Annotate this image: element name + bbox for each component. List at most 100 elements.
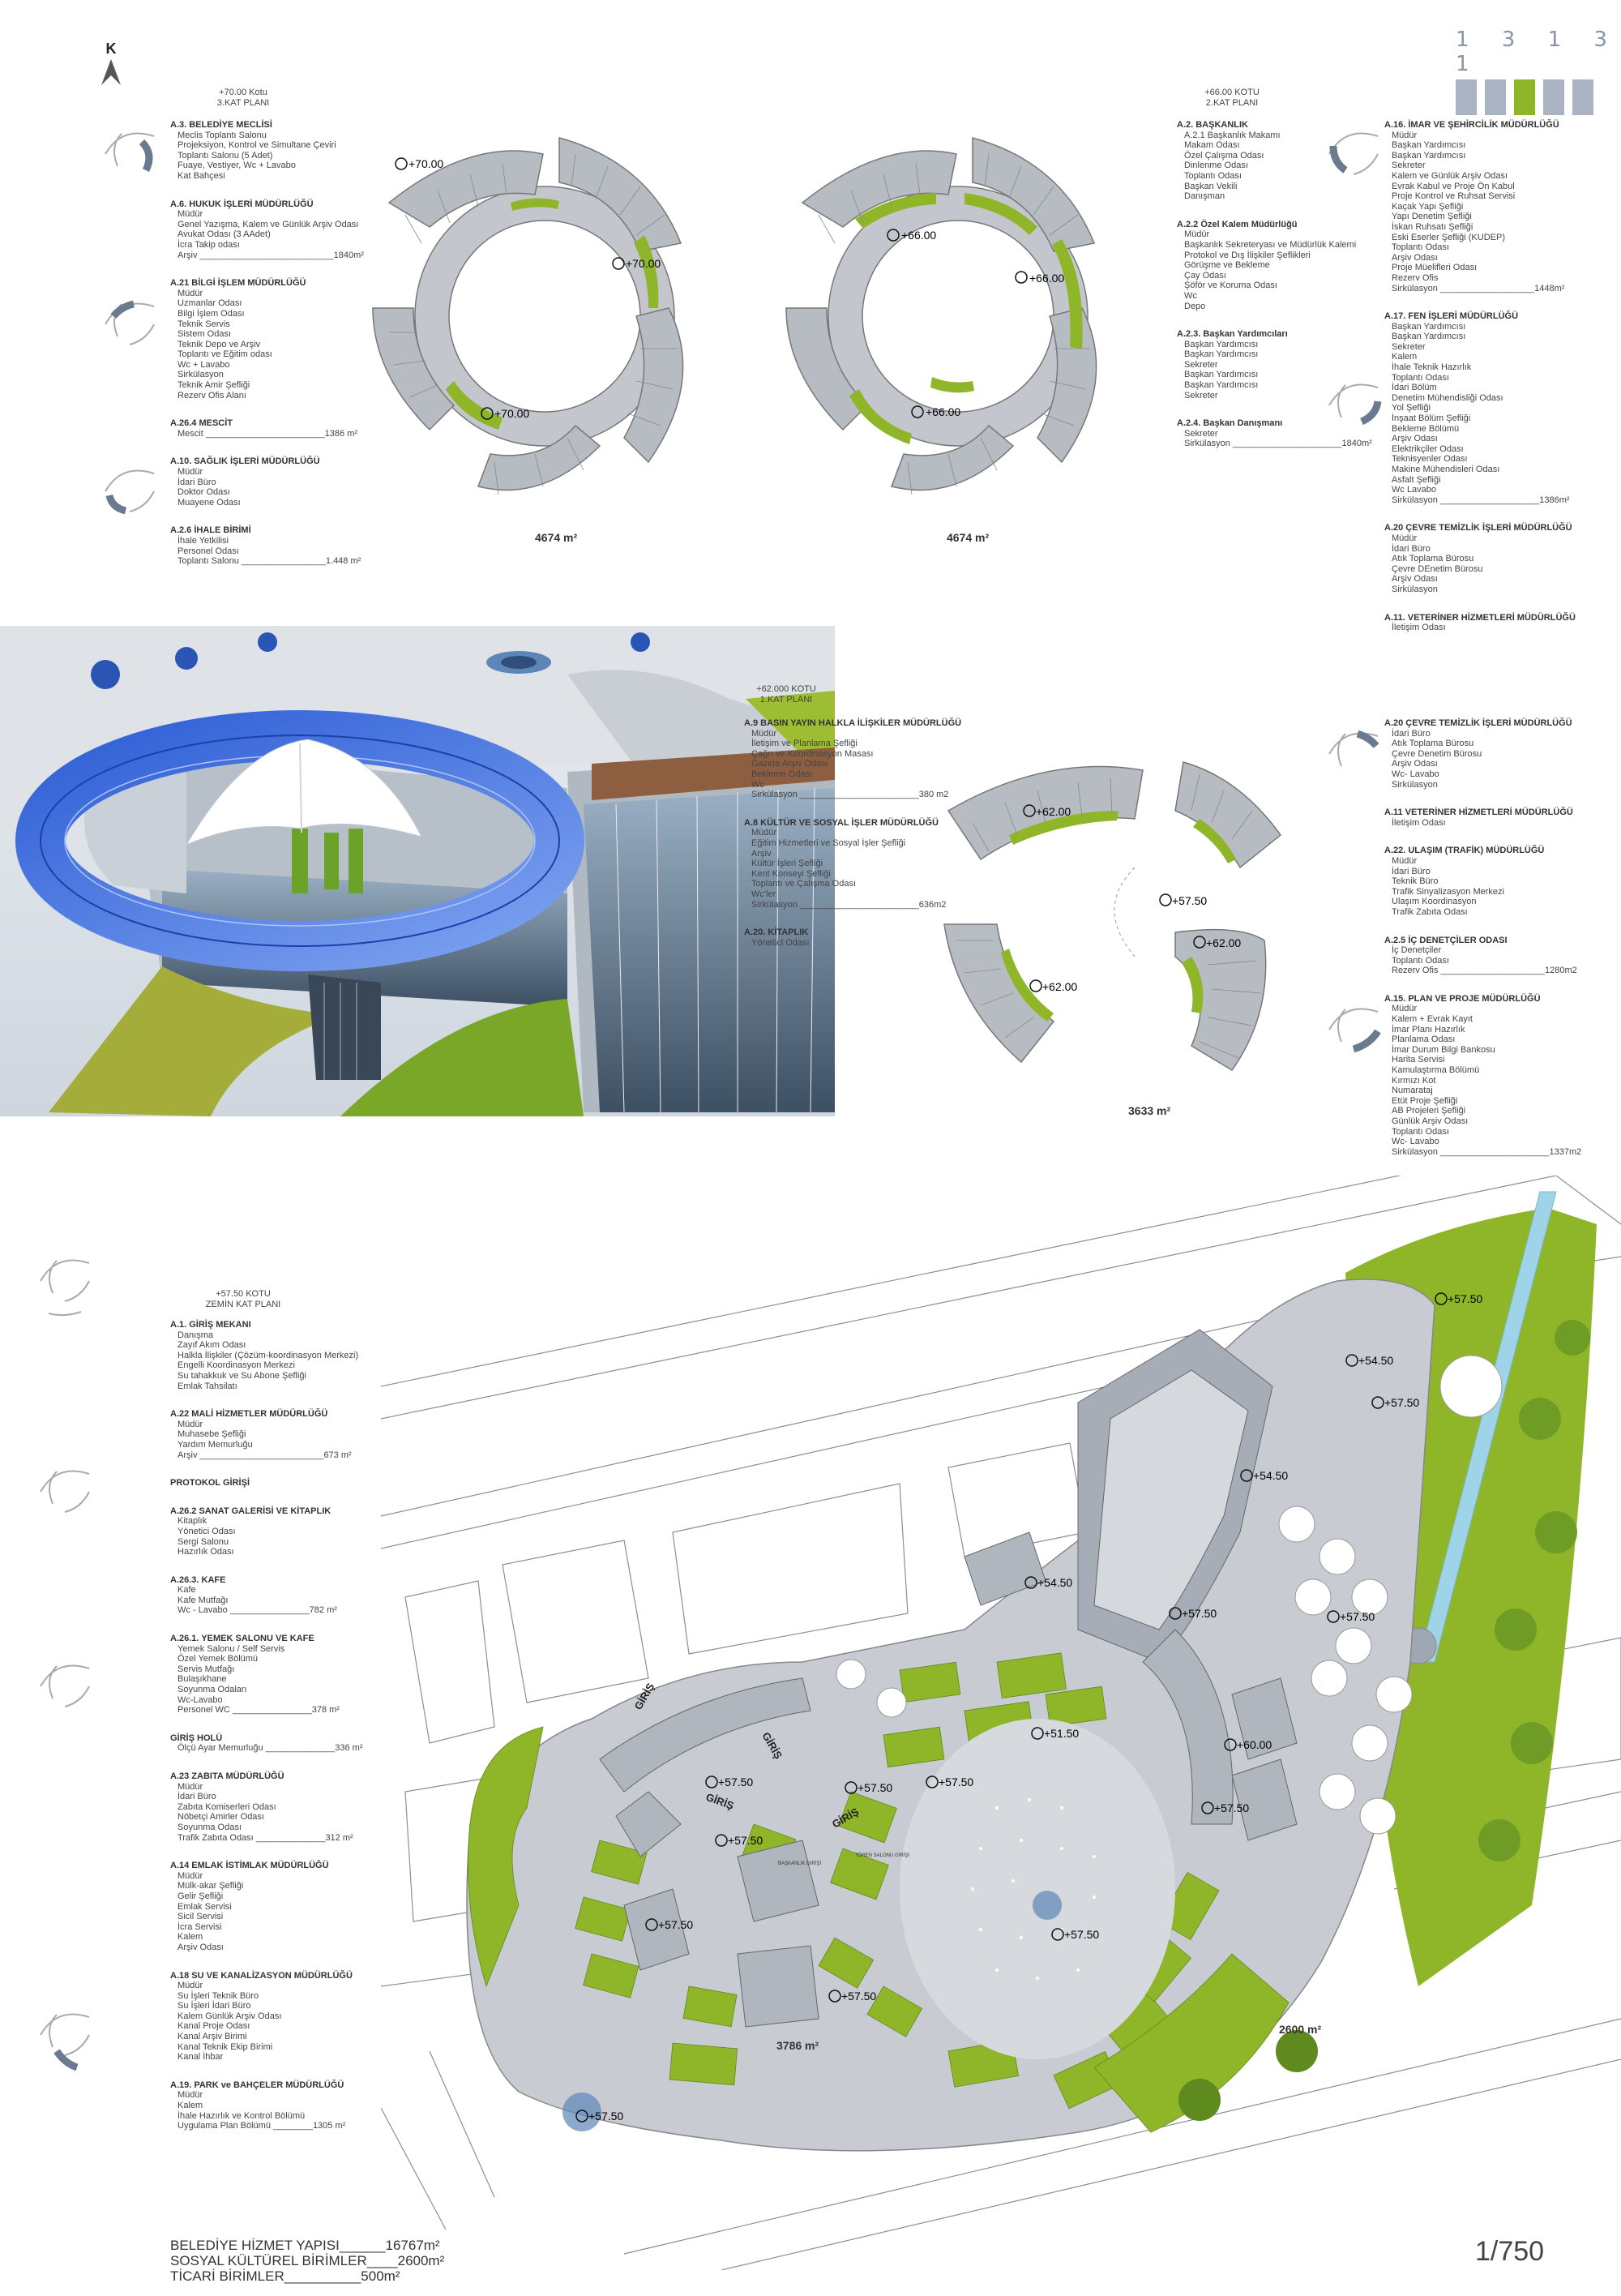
north-arrow: K	[99, 41, 123, 89]
program-item: Başkan Yardımcısı	[1392, 150, 1466, 161]
program-heading: A.26.4 MESCİT	[170, 418, 233, 429]
program-item: Muhasebe Şefliği	[177, 1429, 246, 1440]
program-item: Emlak Tahsilatı	[177, 1381, 237, 1391]
program-item: İhale Yetkilisi	[177, 536, 229, 546]
program-heading: A.3. BELEDİYE MECLİSİ	[170, 120, 272, 130]
program-item: Kaçak Yapı Şefliği	[1392, 201, 1464, 212]
small-label-1: BAŞKANLIK GİRİŞİ	[778, 1861, 821, 1866]
program-item: Arşiv Odası	[1392, 759, 1438, 769]
program-item: İletişim Odası	[1392, 817, 1446, 828]
program-heading: A.10. SAĞLIK İŞLERİ MÜDÜRLÜĞÜ	[170, 456, 320, 467]
program-item: Kalem + Evrak Kayıt	[1392, 1014, 1473, 1025]
program-item: Proje Kontrol ve Ruhsat Servisi	[1392, 191, 1516, 202]
ground-elev-5: +57.50	[1182, 1607, 1217, 1620]
program-item: Bekleme Bölümü	[1392, 423, 1460, 434]
program-item: Makam Odası	[1184, 140, 1240, 151]
program-heading: A.6. HUKUK İŞLERİ MÜDÜRLÜĞÜ	[170, 199, 314, 209]
ground-title-2: ZEMİN KAT PLANI	[205, 1300, 281, 1309]
program-item: Sergi Salonu	[177, 1536, 229, 1547]
program-heading: A.2.3. Başkan Yardımcıları	[1177, 329, 1288, 340]
program-item: Arşiv Odası	[177, 1942, 224, 1952]
program-item: İdari Büro	[177, 1792, 216, 1802]
program-item: Müdür	[177, 467, 203, 478]
program-item: Müdür	[1392, 1004, 1418, 1014]
program-item: Toplantı Odası	[1392, 372, 1449, 383]
program-item: Kalem ve Günlük Arşiv Odası	[1392, 170, 1508, 181]
program-item: İmar Durum Bilgi Bankosu	[1392, 1044, 1495, 1055]
program-heading: A.2.4. Başkan Danışmanı	[1177, 418, 1283, 429]
program-item: Etüt Proje Şefliği	[1392, 1095, 1458, 1106]
plan2-elev-2: +66.00	[1029, 272, 1064, 285]
program-item: Servis Mutfağı	[177, 1664, 235, 1674]
ground-elev-9: +57.50	[939, 1776, 973, 1788]
plan1-elev-1: +62.00	[1036, 805, 1071, 818]
program-item: Hazırlık Odası	[177, 1547, 234, 1557]
program-heading: A.23 ZABITA MÜDÜRLÜĞÜ	[170, 1771, 284, 1781]
program-heading: A.26.2 SANAT GALERİSİ VE KİTAPLIK	[170, 1506, 331, 1516]
plan2-elev-3: +66.00	[926, 405, 960, 418]
program-item: Kamulaştırma Bölümü	[1392, 1065, 1480, 1076]
program-heading: A.11. VETERİNER HİZMETLERİ MÜDÜRLÜĞÜ	[1384, 612, 1576, 623]
plan3-drawing: +70.00 +70.00 +70.00	[372, 137, 684, 495]
program-item: Wc + Lavabo	[177, 359, 230, 370]
program-heading: A.2.5 İÇ DENETÇİLER ODASI	[1384, 935, 1508, 945]
program-item: Elektrikçiler Odası	[1392, 443, 1464, 454]
program-item: Kanal Arşiv Birimi	[177, 2032, 247, 2042]
program-item: Gazete Arşiv Odası	[751, 759, 828, 769]
program-heading: A.21 BİLGİ İŞLEM MÜDÜRLÜĞÜ	[170, 278, 306, 289]
program-item: Yemek Salonu / Self Servis	[177, 1643, 285, 1654]
program-item: Kafe	[177, 1585, 196, 1596]
program-item: Teknik Amir Şefliği	[177, 380, 250, 391]
program-item: Çay Odası	[1184, 270, 1226, 281]
program-heading: A.20 ÇEVRE TEMİZLİK İŞLERİ MÜDÜRLÜĞÜ	[1384, 718, 1572, 728]
north-arrow-icon	[101, 59, 121, 85]
key-icon-2	[105, 300, 155, 345]
program-item: Teknik Depo ve Arşiv	[177, 339, 261, 349]
ground-elev-16: +57.50	[658, 1918, 693, 1931]
program-item: Başkan Yardımcısı	[1184, 380, 1259, 391]
program-item: Başkan Yardımcısı	[1392, 140, 1466, 151]
program-item: Kanal Proje Odası	[177, 2021, 250, 2032]
program-item: Trafik Sinyalizasyon Merkezi	[1392, 886, 1504, 897]
program-item: Trafik Zabıta Odası ______________312 m²	[177, 1832, 353, 1843]
program-item: Kalem	[177, 1932, 203, 1943]
program-item: Mescit ________________________1386 m²	[177, 428, 358, 439]
small-label-2: TÖREN SALONU GİRİŞİ	[855, 1853, 909, 1858]
program-heading: A.26.1. YEMEK SALONU VE KAFE	[170, 1634, 314, 1644]
program-item: Görüşme ve Bekleme	[1184, 260, 1270, 271]
program-item: Bekleme Odası	[751, 769, 813, 779]
program-item: Sirkülasyon	[177, 370, 224, 380]
program-item: Toplantı Salonu _________________1.448 m…	[177, 556, 361, 567]
program-item: Kanal İhbar	[177, 2052, 224, 2063]
program-item: Sekreter	[1184, 359, 1218, 370]
program-item: Toplantı Salonu (5 Adet)	[177, 150, 273, 161]
program-item: Su İşleri İdari Büro	[177, 2001, 251, 2011]
program-item: İç Denetçiler	[1392, 945, 1442, 956]
program-item: Sirkülasyon ___________________1448m²	[1392, 283, 1565, 293]
program-item: Projeksiyon, Kontrol ve Simultane Çeviri	[177, 140, 336, 151]
program-item: Su İşleri Teknik Büro	[177, 1990, 259, 2001]
ground-elev-10: +60.00	[1237, 1738, 1272, 1751]
ground-area-1: 3786 m²	[776, 2039, 819, 2052]
program-item: Sekreter	[1184, 390, 1218, 401]
program-heading: A.19. PARK ve BAHÇELER MÜDÜRLÜĞÜ	[170, 2080, 344, 2090]
program-item: Wc- Lavabo	[1392, 1137, 1439, 1147]
program-item: Sirkülasyon ______________________1337m2	[1392, 1146, 1582, 1157]
perspective-render	[0, 626, 835, 1116]
ground-elev-13: +57.50	[858, 1781, 892, 1794]
program-item: Özel Çalışma Odası	[1184, 150, 1264, 161]
program-item: İhale Hazırlık ve Kontrol Bölümü	[177, 2110, 306, 2121]
program-heading: A.16. İMAR VE ŞEHİRCİLİK MÜDÜRLÜĞÜ	[1384, 120, 1559, 130]
program-heading: PROTOKOL GİRİŞİ	[170, 1478, 250, 1489]
program-item: Danışma	[177, 1330, 214, 1340]
program-item: Kafe Mutfağı	[177, 1595, 229, 1605]
program-item: Sirkülasyon ________________________636m…	[751, 899, 947, 910]
key-icon-7	[1328, 1008, 1381, 1053]
program-item: Müdür	[177, 288, 203, 298]
program-heading: A.11 VETERİNER HİZMETLERİ MÜDÜRLÜĞÜ	[1384, 807, 1573, 818]
program-item: Müdür	[177, 1981, 203, 1991]
program-item: Toplantı Odası	[1392, 1126, 1449, 1137]
